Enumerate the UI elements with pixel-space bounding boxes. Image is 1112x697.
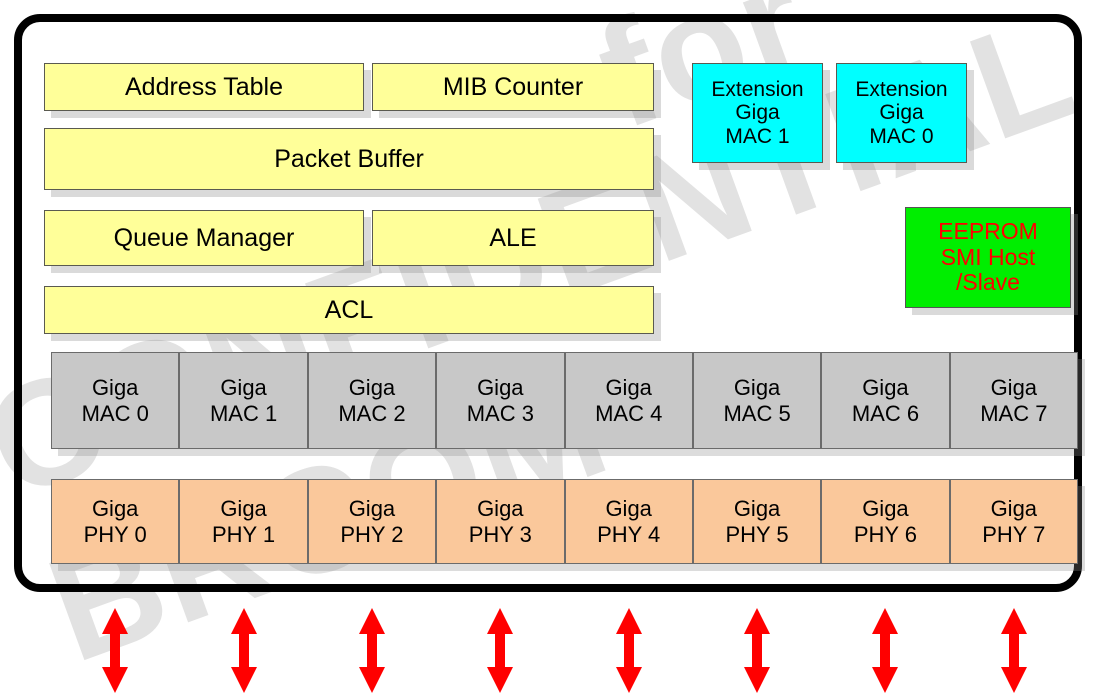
cell-label-line2: PHY 6 (853, 521, 918, 547)
cell-label-line1: Giga (862, 375, 909, 401)
port-arrow-3 (480, 608, 520, 693)
cell-label-line2: PHY 3 (468, 521, 532, 547)
block-extension-giga-mac-0[interactable]: Extension Giga MAC 0 (836, 63, 967, 163)
port-arrow-4 (609, 608, 649, 693)
block-label-line3: /Slave (956, 269, 1020, 296)
block-packet-buffer[interactable]: Packet Buffer (44, 128, 654, 190)
cell-label-line1: Giga (605, 375, 652, 401)
cell-label-line1: Giga (733, 375, 781, 401)
block-label-line3: MAC 0 (869, 124, 934, 148)
block-extension-giga-mac-1[interactable]: Extension Giga MAC 1 (692, 63, 823, 163)
port-arrow-0 (95, 608, 135, 693)
cell-label-line1: Giga (990, 375, 1038, 401)
block-label-line1: Extension (855, 77, 948, 101)
cell-label-line1: Giga (91, 496, 139, 522)
port-arrow-5 (737, 608, 777, 693)
cell-label-line1: Giga (605, 496, 652, 522)
block-label-line2: SMI Host (940, 243, 1036, 270)
cell-label-line1: Giga (348, 496, 396, 522)
cell-label-line2: PHY 1 (211, 521, 276, 547)
block-address-table[interactable]: Address Table (44, 63, 364, 111)
cell-label-line1: Giga (220, 375, 267, 401)
cell-label-line1: Giga (477, 375, 524, 401)
cell-label-line1: Giga (990, 496, 1038, 522)
block-label: ALE (489, 224, 537, 252)
cell-label-line2: MAC 0 (81, 400, 149, 426)
cell-label-line1: Giga (733, 496, 781, 522)
block-label: Queue Manager (113, 224, 295, 252)
cell-label-line2: PHY 7 (982, 521, 1046, 547)
port-arrow-7 (994, 608, 1034, 693)
cell-label-line2: MAC 7 (980, 400, 1048, 426)
chip-outline (14, 14, 1082, 592)
block-queue-manager[interactable]: Queue Manager (44, 210, 364, 266)
cell-label-line2: MAC 5 (723, 400, 791, 426)
block-label: ACL (324, 296, 374, 324)
cell-label-line2: PHY 5 (725, 521, 789, 547)
port-arrow-6 (865, 608, 905, 693)
cell-label-line2: MAC 1 (209, 400, 278, 426)
cell-label-line2: PHY 2 (340, 521, 404, 547)
cell-label-line2: PHY 4 (597, 521, 661, 547)
cell-label-line1: Giga (91, 375, 139, 401)
block-ale[interactable]: ALE (372, 210, 654, 266)
cell-label-line2: PHY 0 (83, 521, 147, 547)
cell-label-line2: MAC 6 (851, 400, 920, 426)
block-eeprom-smi-host-slave[interactable]: EEPROM SMI Host /Slave (905, 207, 1071, 308)
block-acl[interactable]: ACL (44, 286, 654, 334)
cell-label-line1: Giga (220, 496, 267, 522)
block-mib-counter[interactable]: MIB Counter (372, 63, 654, 111)
block-label-line2: Giga (735, 101, 780, 125)
block-label-line3: MAC 1 (725, 124, 790, 148)
cell-label-line2: MAC 3 (466, 400, 534, 426)
block-label: Packet Buffer (274, 145, 424, 173)
block-label: Address Table (125, 73, 283, 101)
cell-label-line1: Giga (477, 496, 524, 522)
block-label-line2: Giga (879, 101, 924, 125)
block-label: MIB Counter (442, 73, 584, 101)
cell-label-line1: Giga (862, 496, 909, 522)
block-label-line1: EEPROM (938, 217, 1038, 244)
cell-label-line1: Giga (348, 375, 396, 401)
cell-label-line2: MAC 4 (595, 400, 663, 426)
cell-label-line2: MAC 2 (338, 400, 406, 426)
port-arrow-2 (352, 608, 392, 693)
port-arrow-1 (224, 608, 264, 693)
block-label-line1: Extension (711, 77, 804, 101)
